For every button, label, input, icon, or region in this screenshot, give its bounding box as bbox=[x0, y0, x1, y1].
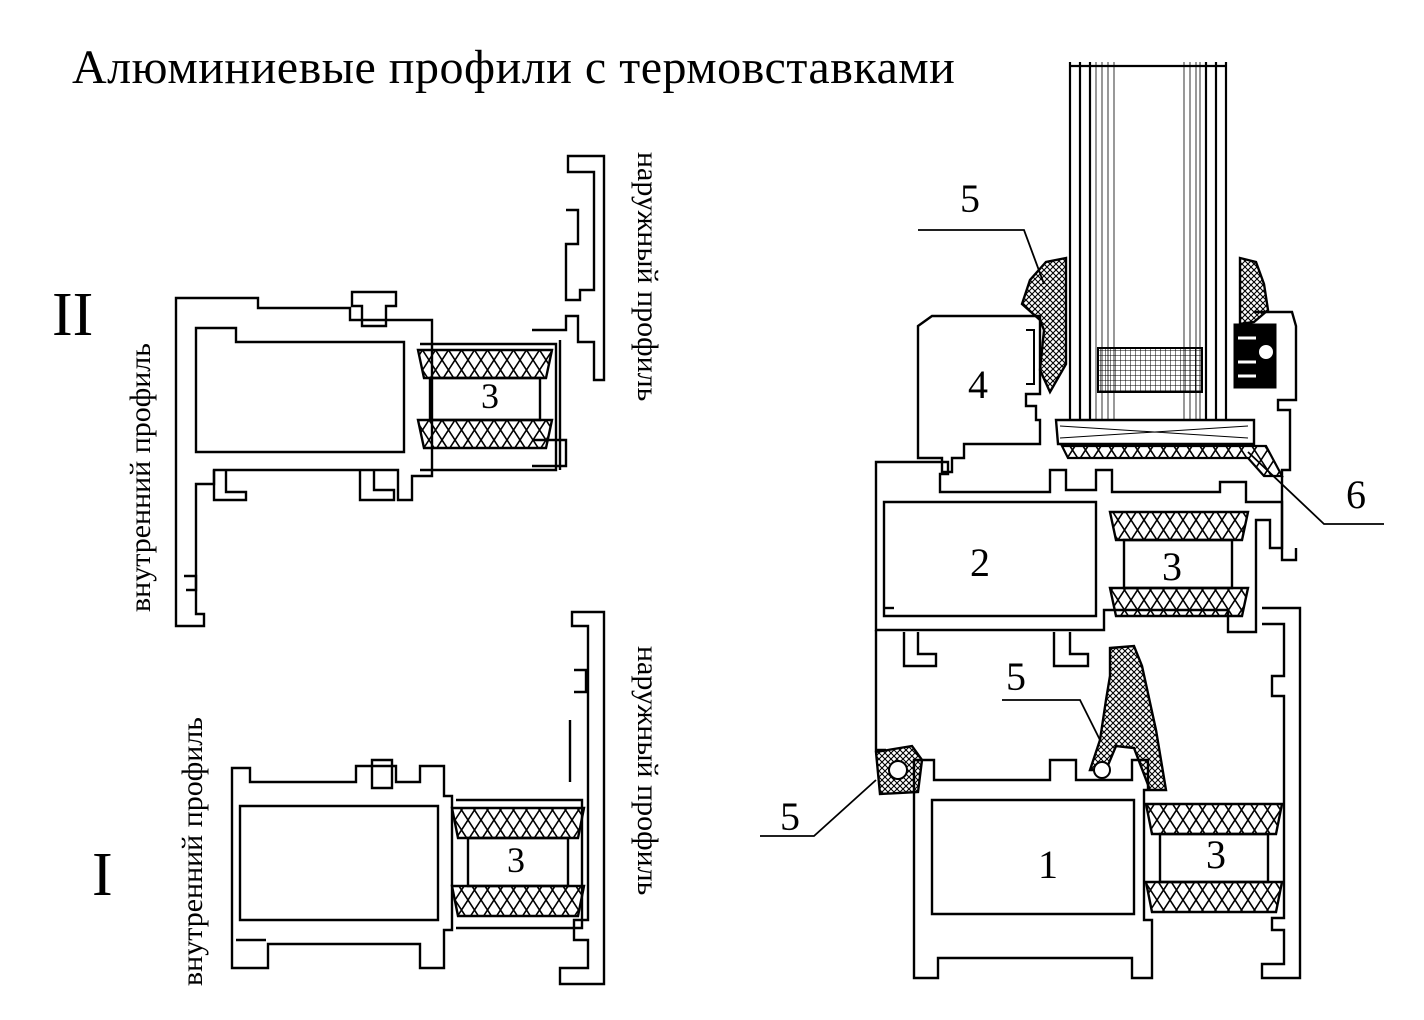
glazing-unit-inner-lines bbox=[1095, 62, 1201, 420]
callout-6: 6 bbox=[1346, 472, 1366, 517]
callout-3-upper: 3 bbox=[1162, 544, 1182, 589]
profile-ii-insert-callout-text: 3 bbox=[481, 376, 499, 416]
callout-4: 4 bbox=[968, 362, 988, 407]
callout-5-left: 5 bbox=[780, 794, 800, 839]
seal-middle-a bbox=[1088, 644, 1168, 792]
profile-i-numeral: I bbox=[92, 841, 113, 909]
frame-profile-1 bbox=[874, 606, 1302, 980]
callout-3-lower: 3 bbox=[1206, 832, 1226, 877]
glazing-block-6 bbox=[1054, 418, 1256, 446]
glazing-block-support bbox=[1060, 444, 1284, 478]
profile-i-insert-callout-text: 3 bbox=[507, 840, 525, 880]
glazing-unit bbox=[1068, 62, 1228, 420]
callout-5-middle: 5 bbox=[1006, 654, 1026, 699]
thermal-insert-lower-a bbox=[1144, 802, 1284, 836]
right-gasket bbox=[1233, 323, 1277, 389]
callout-5-top: 5 bbox=[960, 176, 980, 221]
thermal-insert-upper-a bbox=[1108, 510, 1250, 542]
profile-i-insert-callout: 3 bbox=[507, 840, 525, 880]
leader-lines bbox=[760, 229, 1384, 837]
seal-top-left bbox=[1020, 256, 1068, 395]
sash-profile-2 bbox=[874, 460, 1284, 634]
glazing-bead-4 bbox=[916, 314, 1042, 474]
callout-1: 1 bbox=[1038, 842, 1058, 887]
profile-ii-insert-callout: 3 bbox=[481, 376, 499, 416]
page-title: Алюминиевые профили с термовставками bbox=[72, 41, 956, 94]
spacer-bar bbox=[1097, 347, 1203, 393]
profile-ii-numeral: II bbox=[52, 281, 94, 349]
callout-2: 2 bbox=[970, 540, 990, 585]
